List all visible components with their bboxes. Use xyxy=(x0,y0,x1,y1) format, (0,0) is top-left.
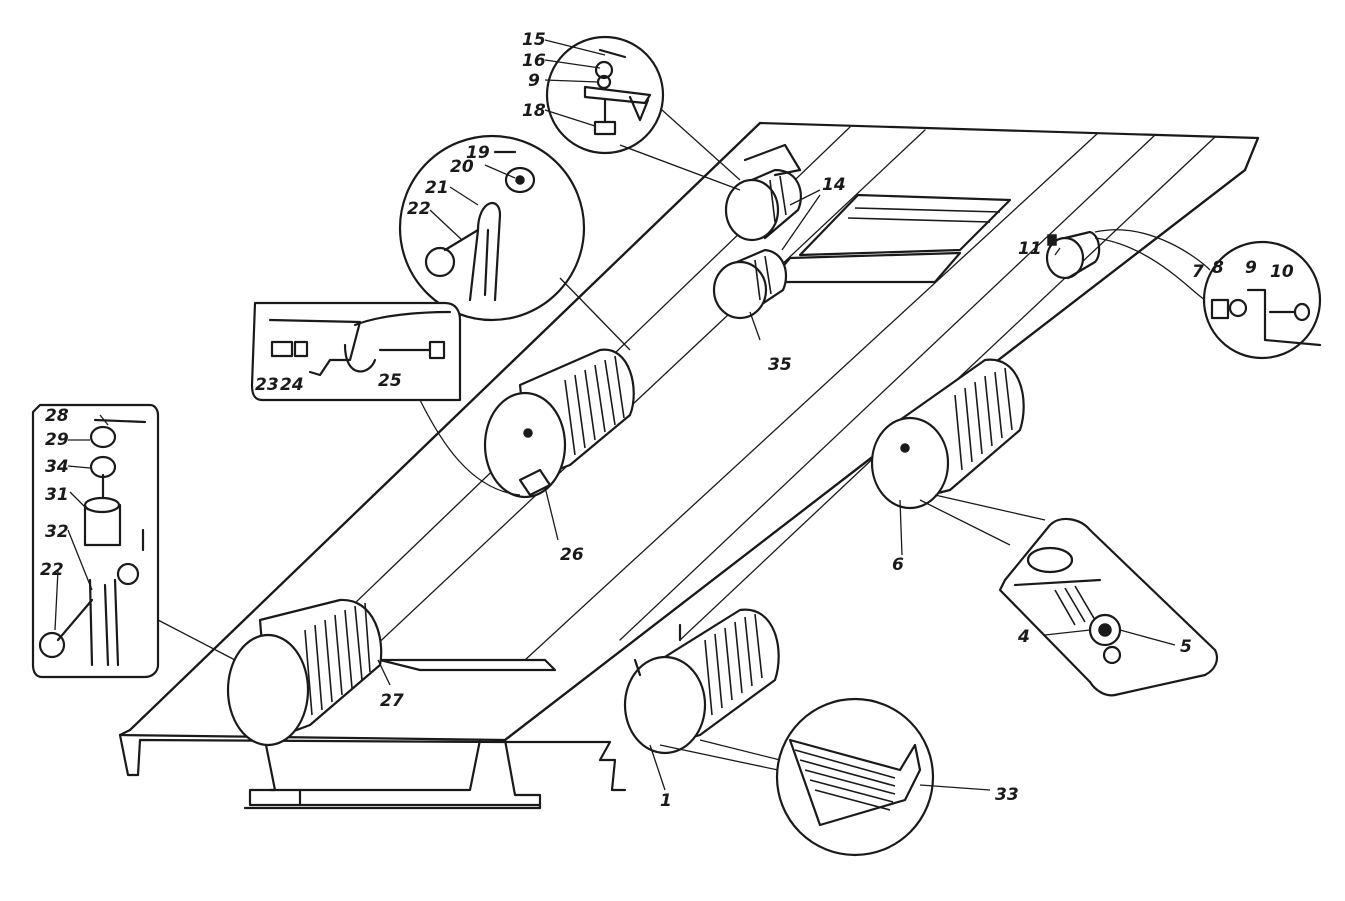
callout-22-upper: 22 xyxy=(407,199,431,219)
callout-11: 11 xyxy=(1018,239,1042,259)
tank-14-upper xyxy=(724,143,802,242)
callout-33: 33 xyxy=(995,785,1019,805)
callout-28: 28 xyxy=(45,406,69,426)
callout-34: 34 xyxy=(45,457,69,477)
callout-10: 10 xyxy=(1270,262,1294,282)
callout-32: 32 xyxy=(45,522,69,542)
detail-box-23-25 xyxy=(250,301,521,496)
callout-15: 15 xyxy=(522,30,546,50)
detail-bubble-7-10 xyxy=(1094,229,1322,360)
detail-bubble-19-22 xyxy=(398,134,631,351)
callout-18: 18 xyxy=(522,101,546,121)
detail-box-28-32 xyxy=(31,403,236,679)
callout-31: 31 xyxy=(45,485,69,505)
callout-19: 19 xyxy=(466,143,490,163)
tank-1 xyxy=(623,608,780,755)
tank-26 xyxy=(483,348,635,499)
callout-20: 20 xyxy=(450,157,474,177)
callout-21: 21 xyxy=(425,178,449,198)
tank-6 xyxy=(870,358,1025,510)
callout-29: 29 xyxy=(45,430,69,450)
callout-24: 24 xyxy=(280,375,304,395)
tank-27 xyxy=(226,598,383,747)
callout-16: 16 xyxy=(522,51,546,71)
callout-5: 5 xyxy=(1180,637,1192,657)
callout-8: 8 xyxy=(1212,258,1224,278)
callout-1: 1 xyxy=(660,791,672,811)
callout-4: 4 xyxy=(1017,627,1030,647)
callout-labels: 15 16 9 18 19 20 21 22 14 11 7 8 9 10 23… xyxy=(40,30,1294,811)
callout-leaders xyxy=(54,39,1176,791)
detail-box-4-5 xyxy=(919,494,1219,697)
cross-member-lower xyxy=(768,251,962,284)
callout-26: 26 xyxy=(560,545,584,565)
detail-bubble-33 xyxy=(659,697,991,857)
callout-9-top: 9 xyxy=(528,71,540,91)
callout-14: 14 xyxy=(822,175,846,195)
callout-9-right: 9 xyxy=(1245,258,1257,278)
callout-25: 25 xyxy=(378,371,402,391)
tank-35 xyxy=(712,248,788,320)
callout-7: 7 xyxy=(1192,262,1204,282)
detail-bubble-top xyxy=(545,35,741,191)
cross-member-plate xyxy=(798,193,1012,257)
callout-6: 6 xyxy=(892,555,904,575)
callout-27: 27 xyxy=(380,691,404,711)
tank-11 xyxy=(1045,230,1101,280)
callout-23: 23 xyxy=(255,375,279,395)
callout-22-lower: 22 xyxy=(40,560,64,580)
callout-35: 35 xyxy=(768,355,792,375)
